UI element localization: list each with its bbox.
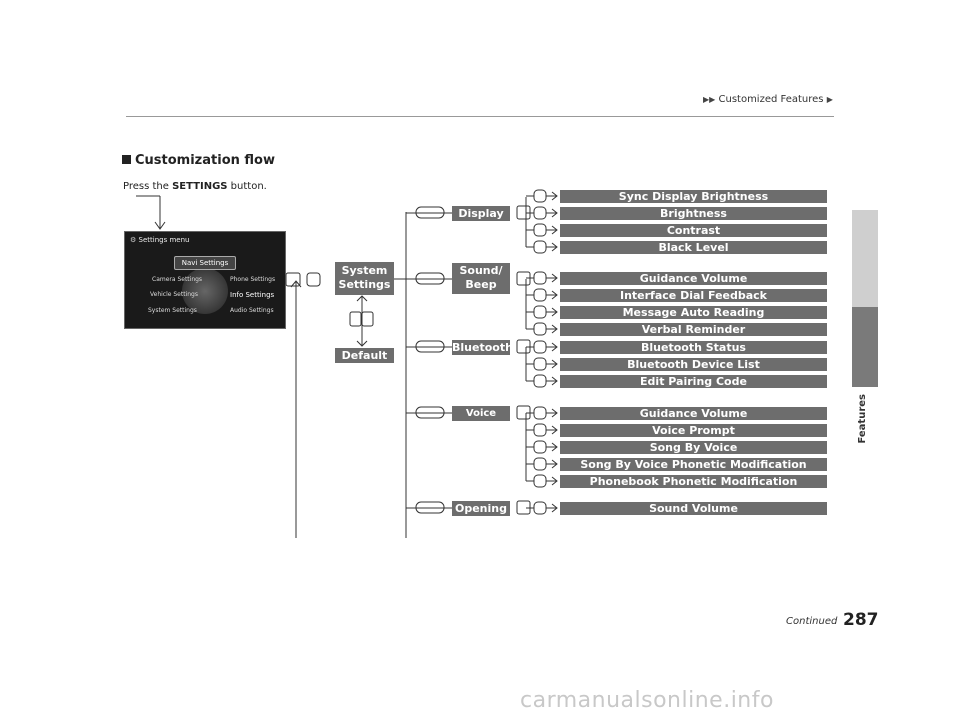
- system-settings-box: System Settings: [335, 262, 394, 295]
- item-brightness: Brightness: [560, 207, 827, 220]
- dial-knob-icon: [533, 440, 547, 454]
- section-heading-text: Customization flow: [135, 153, 275, 168]
- dial-knob-icon: [533, 501, 547, 515]
- item-sync-display-brightness: Sync Display Brightness: [560, 190, 827, 203]
- dial-knob-icon: [533, 288, 547, 302]
- page-number: 287: [843, 610, 879, 630]
- dial-knob-icon: [533, 423, 547, 437]
- dial-knob-icon: [533, 271, 547, 285]
- dial-knob-icon: [533, 457, 547, 471]
- side-tab[interactable]: [852, 307, 878, 387]
- category-sound-beep: Sound/ Beep: [452, 263, 510, 294]
- item-guidance-volume: Guidance Volume: [560, 272, 827, 285]
- dial-knob-icon: [533, 406, 547, 420]
- screen-item-navi: Navi Settings: [174, 256, 236, 270]
- breadcrumb: ▶▶ Customized Features ▶: [703, 94, 833, 105]
- triangle-icon: ▶: [826, 95, 833, 104]
- screen-title-text: Settings menu: [138, 236, 190, 244]
- screen-item-system: System Settings: [148, 307, 197, 314]
- item-bluetooth-status: Bluetooth Status: [560, 341, 827, 354]
- item-sound-volume: Sound Volume: [560, 502, 827, 515]
- dial-knob-icon: [533, 240, 547, 254]
- screen-item-info: Info Settings: [230, 291, 275, 299]
- breadcrumb-label: Customized Features: [718, 94, 824, 105]
- instruction-text: Press the SETTINGS button.: [123, 181, 267, 192]
- item-voice-guidance-volume: Guidance Volume: [560, 407, 827, 420]
- dial-knob-icon: [533, 305, 547, 319]
- instruction-prefix: Press the: [123, 181, 173, 192]
- screen-dial-graphic: [182, 268, 228, 314]
- item-phonebook-phonetic: Phonebook Phonetic Modification: [560, 475, 827, 488]
- side-tab-upper: [852, 210, 878, 307]
- square-bullet-icon: [122, 155, 131, 164]
- item-song-by-voice-phonetic: Song By Voice Phonetic Modification: [560, 458, 827, 471]
- dial-knob-icon: [533, 357, 547, 371]
- item-edit-pairing-code: Edit Pairing Code: [560, 375, 827, 388]
- item-black-level: Black Level: [560, 241, 827, 254]
- default-box: Default: [335, 348, 394, 363]
- screen-item-vehicle: Vehicle Settings: [150, 291, 198, 298]
- dial-knob-icon: [533, 189, 547, 203]
- screen-title: ⚙ Settings menu: [130, 236, 189, 244]
- category-bluetooth: Bluetooth: [452, 340, 513, 355]
- instruction-suffix: button.: [227, 181, 267, 192]
- item-interface-dial-feedback: Interface Dial Feedback: [560, 289, 827, 302]
- section-heading: Customization flow: [122, 153, 275, 168]
- continued-label: Continued: [786, 616, 838, 627]
- dial-knob-icon: [533, 474, 547, 488]
- item-bluetooth-device-list: Bluetooth Device List: [560, 358, 827, 371]
- screen-item-camera: Camera Settings: [152, 276, 203, 283]
- watermark: carmanualsonline.info: [520, 688, 774, 713]
- dial-knob-icon: [533, 322, 547, 336]
- dial-knob-icon: [533, 223, 547, 237]
- dial-knob-icon: [533, 206, 547, 220]
- category-voice-reco: Voice Reco: [452, 406, 510, 434]
- instruction-button-name: SETTINGS: [172, 181, 228, 192]
- screen-item-phone: Phone Settings: [230, 276, 276, 283]
- item-song-by-voice: Song By Voice: [560, 441, 827, 454]
- dial-knob-icon: [533, 374, 547, 388]
- item-voice-prompt: Voice Prompt: [560, 424, 827, 437]
- item-contrast: Contrast: [560, 224, 827, 237]
- screen-item-audio: Audio Settings: [230, 307, 274, 314]
- gear-icon: ⚙: [130, 236, 139, 244]
- category-display: Display: [452, 206, 510, 221]
- triangle-icon: ▶▶: [703, 95, 716, 104]
- header-divider: [126, 116, 834, 117]
- item-message-auto-reading: Message Auto Reading: [560, 306, 827, 319]
- category-opening: Opening: [452, 501, 510, 516]
- dial-knob-icon: [533, 340, 547, 354]
- item-verbal-reminder: Verbal Reminder: [560, 323, 827, 336]
